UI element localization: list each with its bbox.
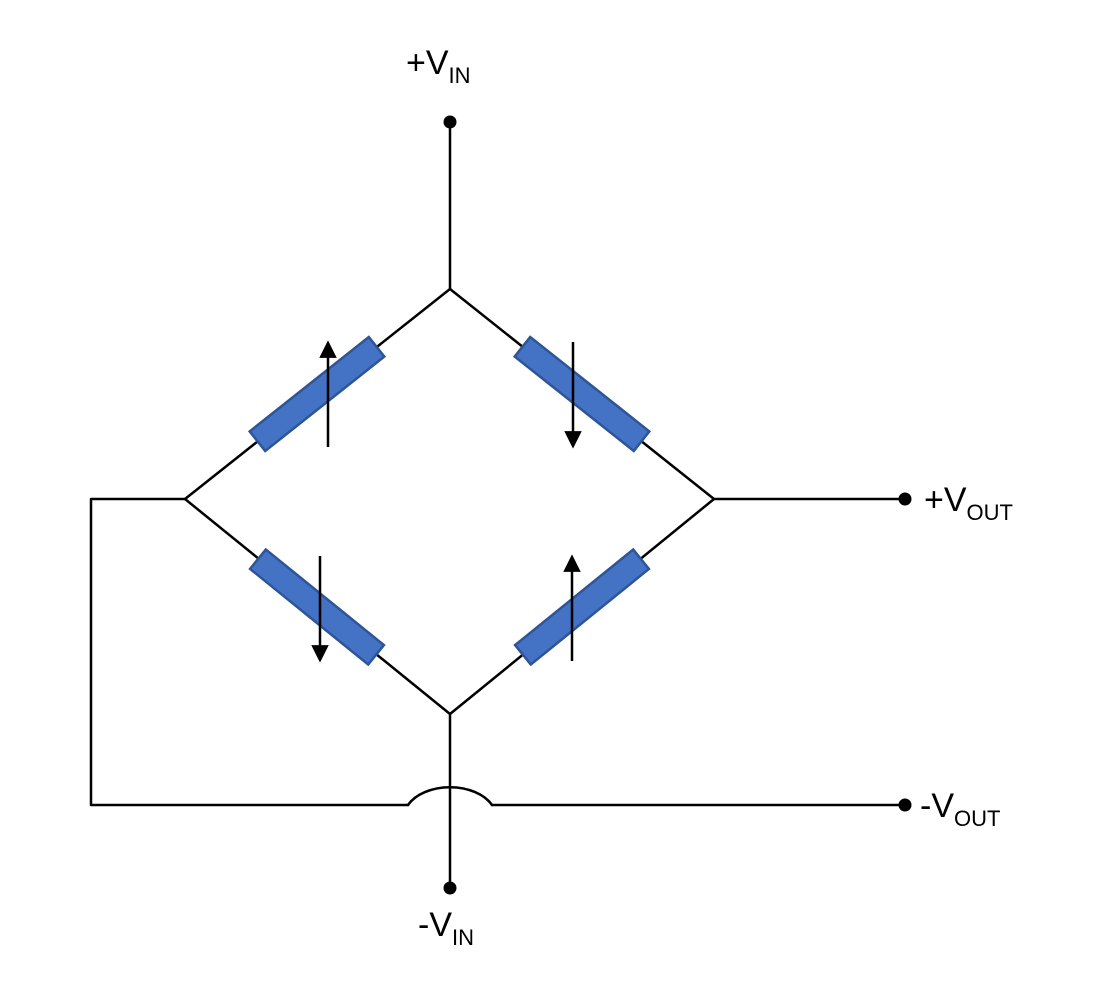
strain-gauge-top-left <box>247 335 387 453</box>
strain-gauge-top-right <box>512 335 652 453</box>
left-return-wire <box>89 497 410 807</box>
strain-gauge-bottom-right <box>513 547 651 667</box>
negative-input-label: -VIN <box>418 906 474 950</box>
negative-output-terminal-node <box>898 798 912 812</box>
positive-output-terminal-node <box>898 492 912 506</box>
positive-input-label: +VIN <box>406 44 471 88</box>
positive-output-label: +VOUT <box>924 481 1013 525</box>
negative-output-label: -VOUT <box>920 787 1000 831</box>
negative-input-terminal-node <box>443 881 457 895</box>
positive-input-terminal-node <box>443 115 457 129</box>
strain-gauge-bottom-left <box>248 547 386 667</box>
bridge-diamond-wire <box>183 287 716 716</box>
